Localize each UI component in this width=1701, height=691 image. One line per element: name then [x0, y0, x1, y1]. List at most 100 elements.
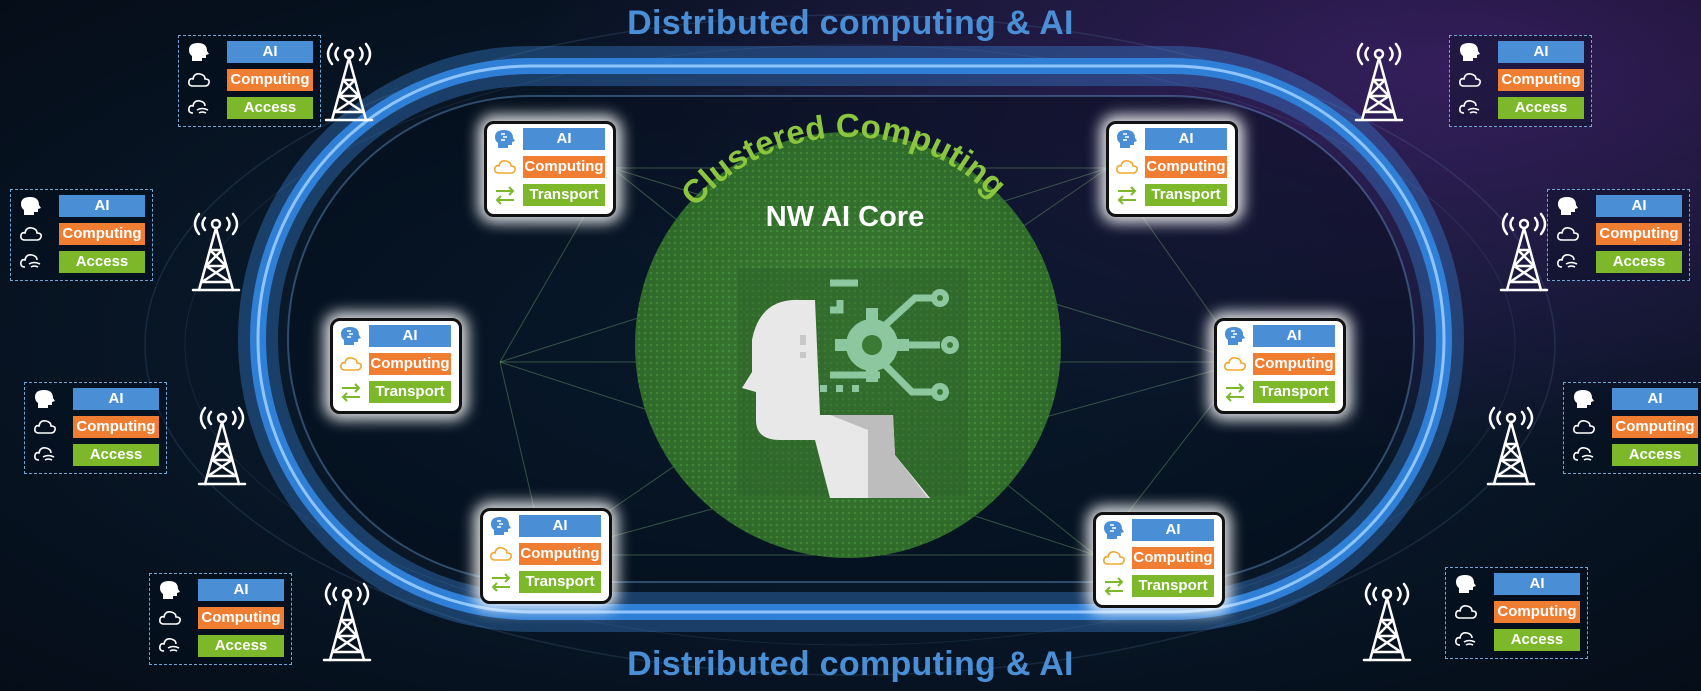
- label-computing: Computing: [227, 69, 313, 91]
- core-label: NW AI Core: [765, 201, 925, 233]
- label-ai: AI: [198, 579, 284, 601]
- brain-icon: [1454, 573, 1480, 595]
- brain-icon: [187, 41, 213, 63]
- label-access: Access: [1498, 97, 1584, 119]
- cloud-icon: [493, 156, 519, 178]
- radio-tower-icon: [324, 42, 374, 122]
- transport-arrows-icon: [1102, 575, 1128, 597]
- radio-tower-icon: [1499, 212, 1549, 292]
- cloud-icon: [1458, 69, 1484, 91]
- transport-arrows-icon: [489, 571, 515, 593]
- brain-icon: [1556, 195, 1582, 217]
- wireless-signal-icon: [1454, 629, 1480, 651]
- cloud-icon: [339, 353, 365, 375]
- label-ai: AI: [519, 515, 601, 537]
- label-ai: AI: [59, 195, 145, 217]
- radio-tower-icon: [1354, 42, 1404, 122]
- label-computing: Computing: [1253, 353, 1335, 375]
- cloud-icon: [187, 69, 213, 91]
- wireless-signal-icon: [33, 444, 59, 466]
- label-computing: Computing: [1596, 223, 1682, 245]
- cloud-icon: [1223, 353, 1249, 375]
- label-computing: Computing: [523, 156, 605, 178]
- label-ai: AI: [1145, 128, 1227, 150]
- brain-icon: [1102, 519, 1128, 541]
- radio-tower-icon: [1486, 406, 1536, 486]
- wireless-signal-icon: [19, 251, 45, 273]
- label-access: Access: [1494, 629, 1580, 651]
- label-ai: AI: [1612, 388, 1698, 410]
- label-computing: Computing: [73, 416, 159, 438]
- cloud-icon: [1102, 547, 1128, 569]
- label-access: Access: [73, 444, 159, 466]
- label-transport: Transport: [1253, 381, 1335, 403]
- cloud-icon: [1572, 416, 1598, 438]
- label-access: Access: [59, 251, 145, 273]
- label-transport: Transport: [1132, 575, 1214, 597]
- label-ai: AI: [1253, 325, 1335, 347]
- brain-icon: [339, 325, 365, 347]
- title-bottom: Distributed computing & AI: [627, 645, 1074, 683]
- label-computing: Computing: [519, 543, 601, 565]
- label-ai: AI: [227, 41, 313, 63]
- brain-icon: [158, 579, 184, 601]
- cloud-icon: [1454, 601, 1480, 623]
- cloud-icon: [1556, 223, 1582, 245]
- cloud-icon: [489, 543, 515, 565]
- title-top: Distributed computing & AI: [627, 4, 1074, 42]
- radio-tower-icon: [197, 406, 247, 486]
- brain-icon: [1115, 128, 1141, 150]
- outer-orbit-2: [184, 44, 1516, 646]
- label-computing: Computing: [1145, 156, 1227, 178]
- transport-arrows-icon: [1115, 184, 1141, 206]
- wireless-signal-icon: [1458, 97, 1484, 119]
- wireless-signal-icon: [158, 635, 184, 657]
- label-computing: Computing: [198, 607, 284, 629]
- brain-icon: [33, 388, 59, 410]
- transport-arrows-icon: [493, 184, 519, 206]
- label-computing: Computing: [369, 353, 451, 375]
- label-transport: Transport: [1145, 184, 1227, 206]
- brain-icon: [1458, 41, 1484, 63]
- brain-icon: [19, 195, 45, 217]
- label-transport: Transport: [519, 571, 601, 593]
- transport-arrows-icon: [339, 381, 365, 403]
- wireless-signal-icon: [187, 97, 213, 119]
- label-computing: Computing: [1612, 416, 1698, 438]
- label-ai: AI: [1498, 41, 1584, 63]
- brain-icon: [489, 515, 515, 537]
- label-access: Access: [1596, 251, 1682, 273]
- label-access: Access: [227, 97, 313, 119]
- radio-tower-icon: [191, 212, 241, 292]
- label-ai: AI: [523, 128, 605, 150]
- label-ai: AI: [369, 325, 451, 347]
- label-access: Access: [1612, 444, 1698, 466]
- transport-arrows-icon: [1223, 381, 1249, 403]
- label-transport: Transport: [523, 184, 605, 206]
- brain-icon: [1572, 388, 1598, 410]
- label-computing: Computing: [59, 223, 145, 245]
- label-ai: AI: [1132, 519, 1214, 541]
- ring-highlight: [256, 64, 1446, 614]
- label-access: Access: [198, 635, 284, 657]
- label-ai: AI: [73, 388, 159, 410]
- wireless-signal-icon: [1572, 444, 1598, 466]
- brain-icon: [1223, 325, 1249, 347]
- cloud-icon: [19, 223, 45, 245]
- cloud-icon: [1115, 156, 1141, 178]
- label-transport: Transport: [369, 381, 451, 403]
- label-ai: AI: [1596, 195, 1682, 217]
